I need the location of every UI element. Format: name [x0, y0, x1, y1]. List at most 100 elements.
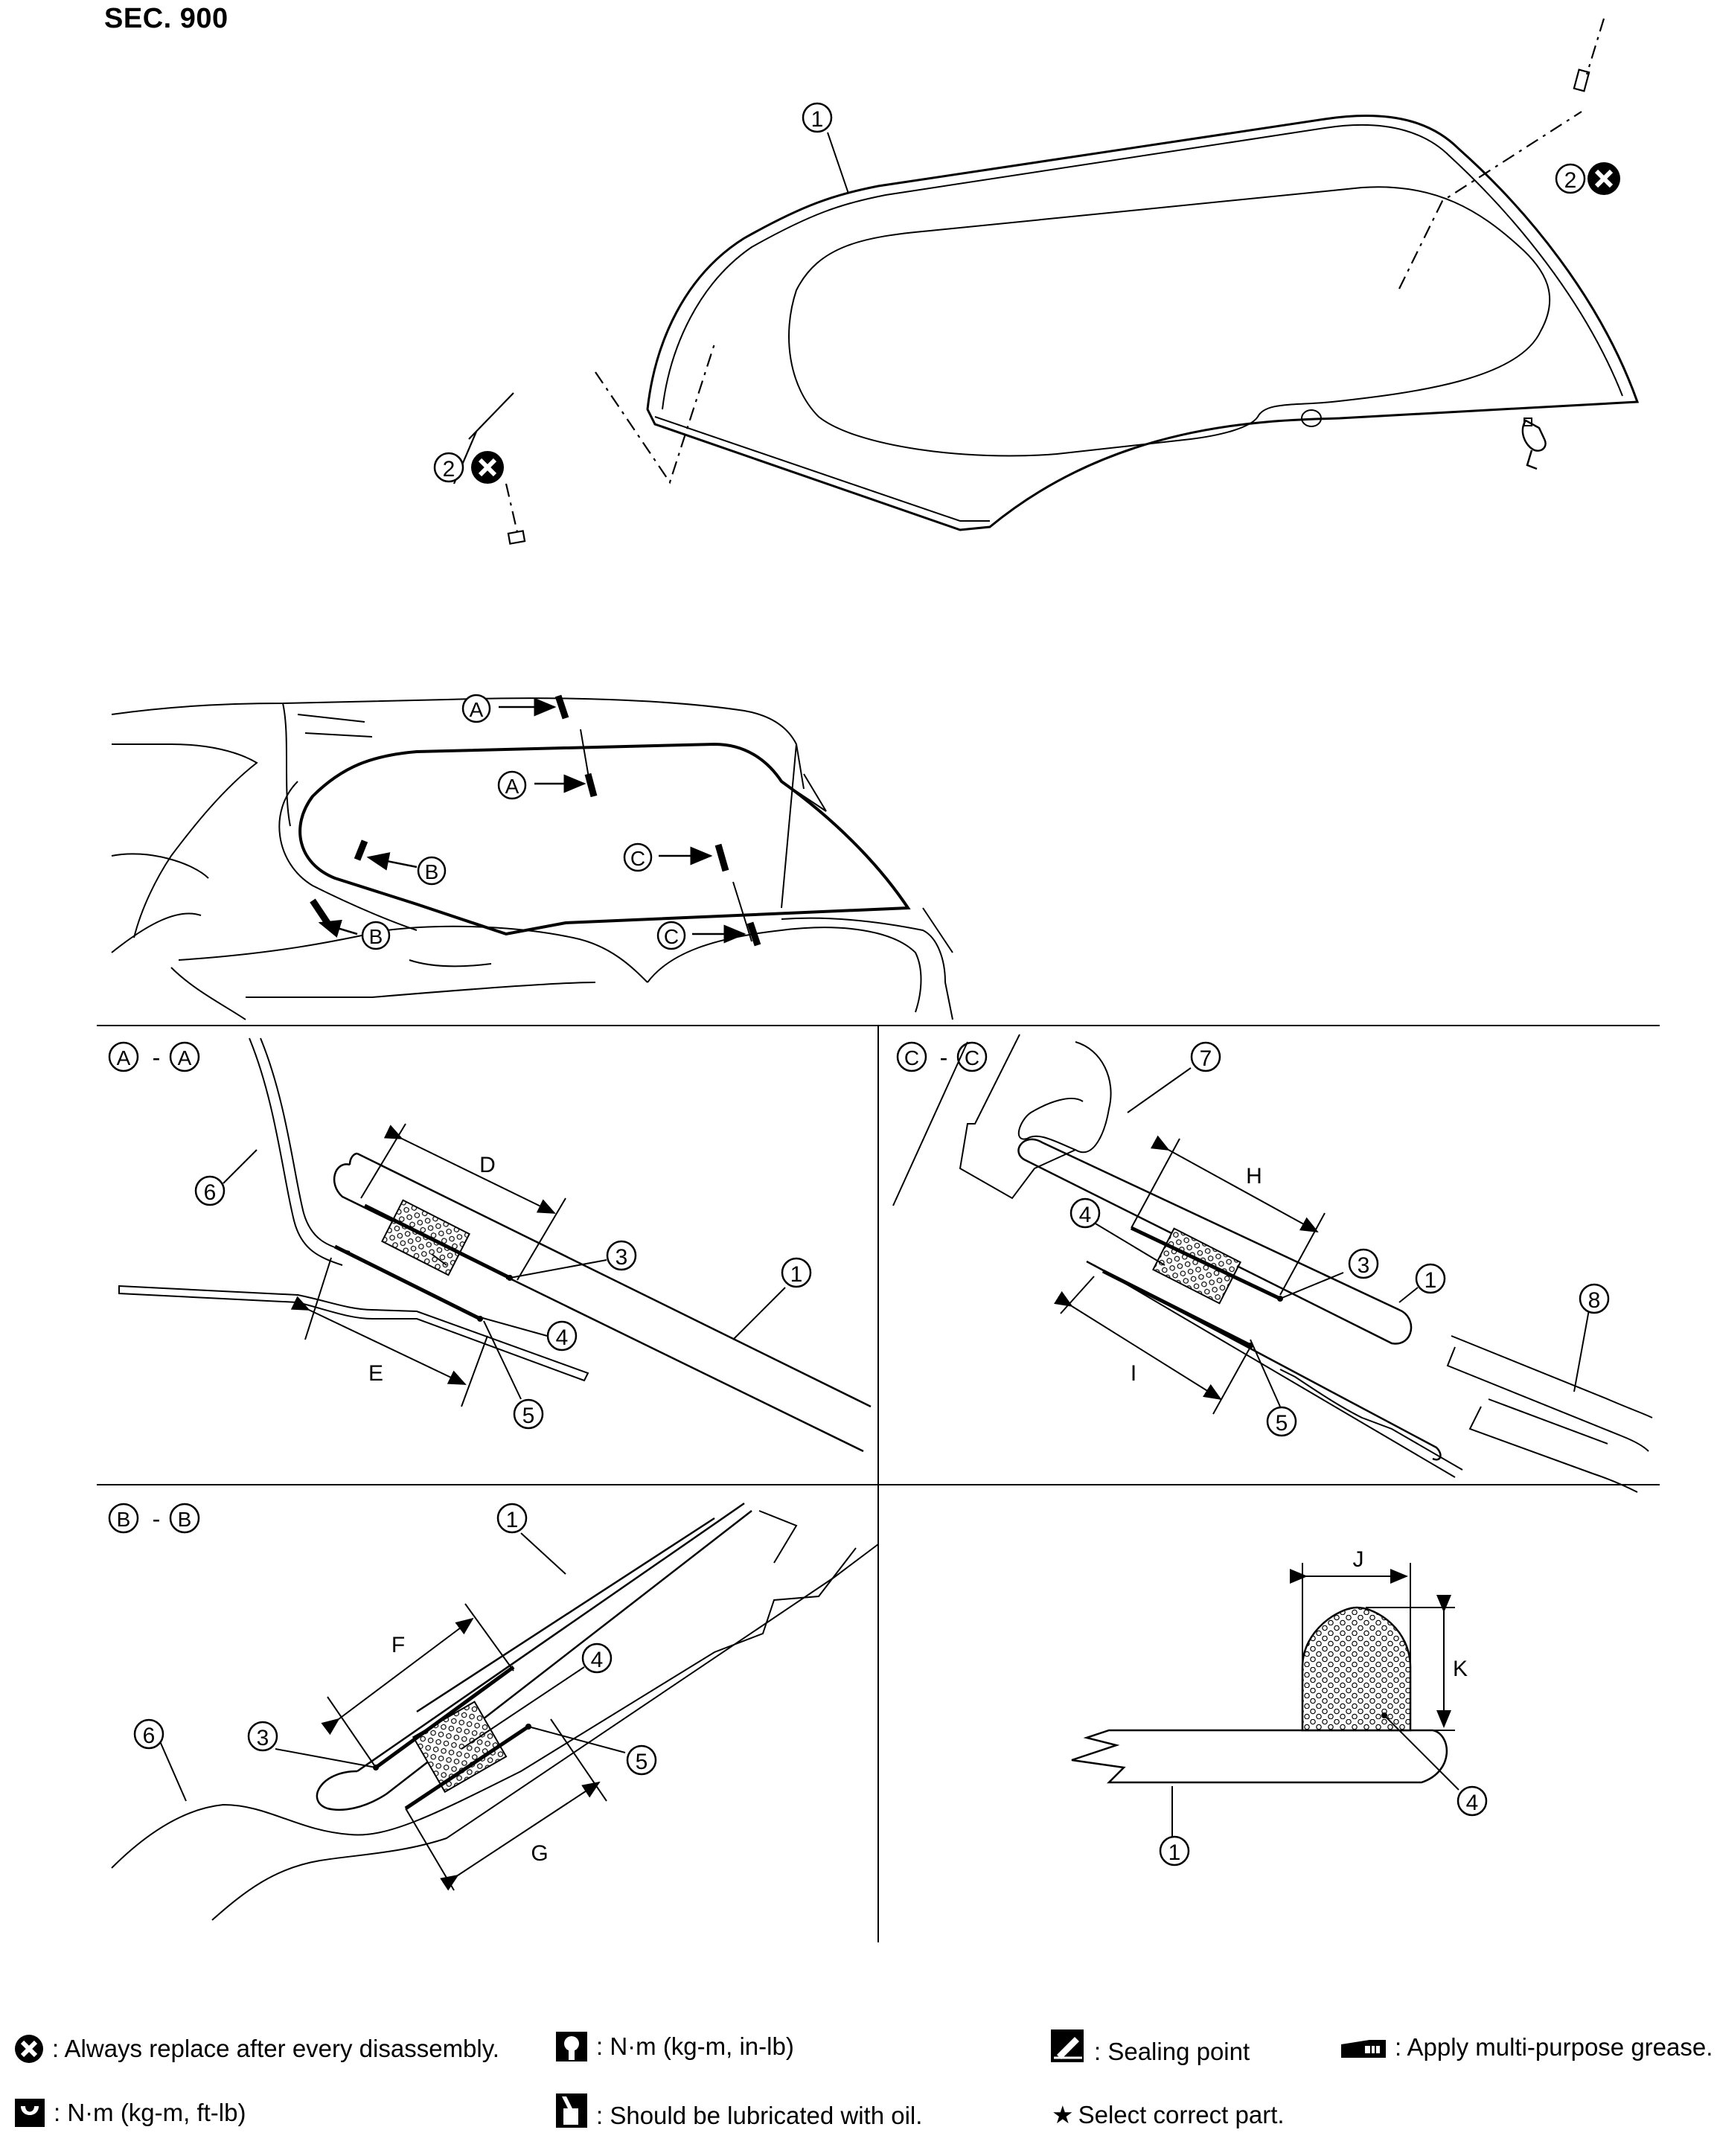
- svg-text:-: -: [153, 1044, 161, 1071]
- cc-dot: [1277, 1296, 1283, 1302]
- cc-callout-1: 1: [1415, 1263, 1446, 1294]
- legend-oil: : Should be lubricated with oil.: [554, 2091, 922, 2130]
- svg-text:8: 8: [1588, 1288, 1601, 1313]
- legend-select-text: Select correct part.: [1078, 2100, 1285, 2128]
- dim-i: I: [1131, 1361, 1136, 1386]
- svg-text:4: 4: [1466, 1791, 1479, 1815]
- oil-can-icon: [556, 2093, 587, 2128]
- x-circle-icon: [471, 451, 504, 484]
- dim-k: K: [1453, 1657, 1468, 1681]
- cc-dot: [1247, 1343, 1253, 1349]
- section-arrow-b-upper: B: [366, 852, 447, 886]
- callout-1-top: 1: [802, 102, 833, 133]
- legend-oil-text: : Should be lubricated with oil.: [596, 2102, 923, 2129]
- legend-select: ★ Select correct part.: [1052, 2100, 1285, 2129]
- section-title-cc: C - C: [896, 1041, 988, 1072]
- svg-text:1: 1: [1425, 1268, 1437, 1293]
- back-door-glass: [646, 115, 1640, 531]
- svg-text:1: 1: [790, 1262, 803, 1287]
- torque-wrench-icon: [15, 2099, 45, 2127]
- aa-callout-3: 3: [606, 1240, 637, 1271]
- svg-text:A: A: [505, 775, 519, 798]
- svg-text:C: C: [904, 1046, 919, 1069]
- section-arrow-c-lower: C: [656, 921, 746, 950]
- bb-dot: [373, 1765, 379, 1770]
- svg-text:A: A: [117, 1046, 131, 1069]
- panel-grid: [97, 1025, 1660, 1942]
- svg-text:3: 3: [257, 1726, 269, 1750]
- legend-grease-text: : Apply multi-purpose grease.: [1395, 2033, 1713, 2061]
- vehicle-rear-outline: [111, 697, 953, 1020]
- svg-text:5: 5: [522, 1404, 535, 1428]
- aa-glass: [333, 1152, 872, 1453]
- x-circle-icon: [15, 2035, 43, 2063]
- svg-text:6: 6: [204, 1180, 217, 1205]
- section-arrow-c-upper: C: [623, 842, 713, 872]
- aa-dot: [477, 1316, 483, 1322]
- grease-icon: [1341, 2040, 1386, 2058]
- svg-text:5: 5: [636, 1750, 648, 1774]
- detail-callout-4: 4: [1457, 1785, 1488, 1817]
- cc-callout-3: 3: [1348, 1248, 1379, 1279]
- cc-glass: [1017, 1138, 1442, 1461]
- svg-text:-: -: [153, 1506, 161, 1532]
- section-cut-markers: [310, 694, 761, 947]
- svg-text:C: C: [965, 1046, 979, 1069]
- legend-sealing: : Sealing point: [1049, 2028, 1250, 2067]
- detail-dot: [1381, 1712, 1387, 1718]
- dim-j: J: [1353, 1547, 1364, 1572]
- svg-text:4: 4: [556, 1325, 569, 1350]
- dim-g: G: [531, 1841, 548, 1866]
- bb-callout-1: 1: [496, 1503, 528, 1534]
- sealing-point-icon: [1051, 2029, 1084, 2062]
- cc-callout-8: 8: [1579, 1283, 1610, 1314]
- cc-callout-4: 4: [1069, 1197, 1101, 1229]
- section-title-aa: A - A: [108, 1041, 200, 1072]
- section-arrow-a-lower: A: [497, 770, 586, 800]
- glass-clip-right: [1398, 18, 1605, 290]
- vehicle-glass-outline: [298, 742, 911, 936]
- aa-dimension-lines: [290, 1123, 566, 1407]
- aa-dot: [507, 1275, 513, 1281]
- aa-callout-5: 5: [513, 1398, 544, 1430]
- section-arrow-a-upper: A: [461, 694, 557, 723]
- bb-leaders: [159, 1532, 626, 1802]
- svg-text:B: B: [178, 1508, 192, 1531]
- legend-torque-in: : N·m (kg-m, in-lb): [554, 2030, 794, 2063]
- legend-replace: : Always replace after every disassembly…: [13, 2033, 499, 2064]
- legend-torque-ft-text: : N·m (kg-m, ft-lb): [54, 2099, 246, 2126]
- svg-text:6: 6: [143, 1724, 156, 1748]
- svg-text:C: C: [630, 847, 645, 870]
- aa-callout-4: 4: [546, 1320, 578, 1352]
- detail-dimension-lines: [1171, 1563, 1459, 1838]
- bb-dimension-lines: [321, 1603, 607, 1891]
- glass-clip-left: [453, 343, 716, 545]
- cc-callout-7: 7: [1190, 1041, 1221, 1072]
- svg-text:2: 2: [443, 457, 455, 482]
- svg-text:7: 7: [1200, 1046, 1212, 1071]
- bb-dot: [525, 1724, 531, 1730]
- section-title: SEC. 900: [104, 3, 228, 34]
- bb-callout-5: 5: [626, 1744, 657, 1776]
- bb-callout-4: 4: [581, 1642, 613, 1674]
- section-title-bb: B - B: [108, 1503, 200, 1534]
- legend-torque-ft: : N·m (kg-m, ft-lb): [13, 2097, 246, 2128]
- callout-2-right: 2: [1555, 162, 1620, 195]
- bb-callout-3: 3: [247, 1721, 278, 1752]
- legend-torque-in-text: : N·m (kg-m, in-lb): [596, 2032, 794, 2060]
- cc-dimension-lines: [1054, 1135, 1326, 1415]
- aa-callout-6: 6: [194, 1175, 226, 1206]
- cc-sealant: [1152, 1227, 1241, 1305]
- svg-text:C: C: [664, 925, 679, 948]
- x-circle-icon: [1587, 162, 1620, 195]
- detail-glass-edge: [1071, 1729, 1448, 1784]
- cc-leaders: [1090, 1067, 1590, 1407]
- svg-text:1: 1: [506, 1508, 519, 1532]
- legend-replace-text: : Always replace after every disassembly…: [52, 2035, 499, 2062]
- vehicle-inner-lines: [278, 773, 827, 931]
- svg-text:B: B: [369, 925, 383, 948]
- svg-text:B: B: [117, 1508, 131, 1531]
- bb-callout-6: 6: [133, 1718, 164, 1750]
- dim-e: E: [368, 1361, 383, 1386]
